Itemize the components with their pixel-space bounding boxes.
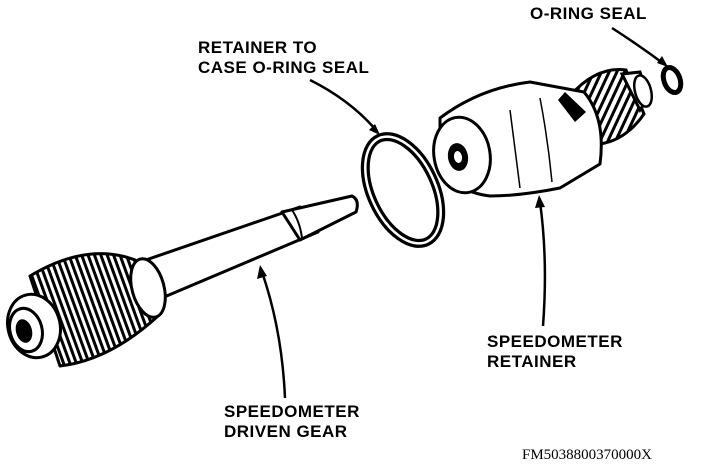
- retainer-to-case-label-line-2: CASE O-RING SEAL: [198, 58, 370, 77]
- speedometer-retainer-label-line-1: SPEEDOMETER: [487, 332, 623, 351]
- retainer-to-case-label-line-1: RETAINER TO: [198, 38, 318, 57]
- speedometer-driven-gear-label-line-2: DRIVEN GEAR: [224, 422, 348, 441]
- speedometer-driven-gear-label: SPEEDOMETER DRIVEN GEAR: [224, 402, 360, 442]
- figure-id: FM5038800370000X: [522, 447, 653, 463]
- speedometer-driven-gear-label-line-1: SPEEDOMETER: [224, 402, 360, 421]
- speedometer-driven-gear: [6, 194, 359, 368]
- small-oring-seal: [660, 64, 684, 96]
- retainer-to-case-oring: [360, 132, 446, 248]
- leader-lines: [257, 26, 668, 399]
- speedometer-retainer: [432, 68, 654, 198]
- speedometer-retainer-label: SPEEDOMETER RETAINER: [487, 332, 623, 372]
- retainer-to-case-label: RETAINER TO CASE O-RING SEAL: [198, 38, 369, 78]
- oring-seal-label-text: O-RING SEAL: [530, 4, 647, 23]
- speedometer-retainer-label-line-2: RETAINER: [487, 352, 577, 371]
- oring-seal-label: O-RING SEAL: [530, 4, 647, 24]
